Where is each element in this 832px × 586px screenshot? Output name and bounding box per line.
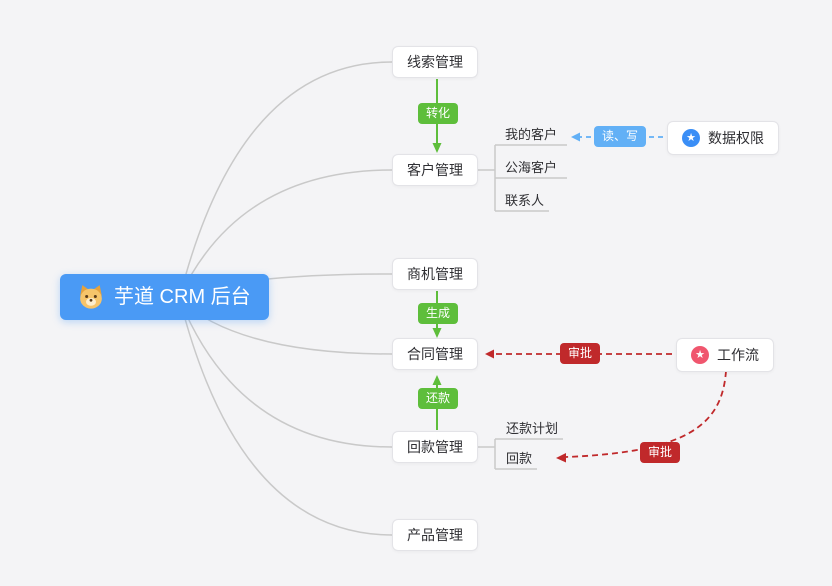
edge-root-customer <box>179 169 393 297</box>
arrowhead-customer <box>432 143 442 153</box>
node-receivable-management[interactable]: 回款管理 <box>392 431 478 463</box>
root-node-label: 芋道 CRM 后台 <box>114 286 251 308</box>
node-opportunity-management[interactable]: 商机管理 <box>392 258 478 290</box>
edge-root-leads <box>179 61 393 297</box>
child-receivable[interactable]: 回款 <box>506 451 533 466</box>
arrowhead-my-customers <box>571 132 580 142</box>
child-public-sea-customers[interactable]: 公海客户 <box>505 160 558 175</box>
star-icon: ★ <box>682 129 700 147</box>
edge-label-repay: 还款 <box>418 388 459 409</box>
child-repayment-plan[interactable]: 还款计划 <box>506 421 559 436</box>
node-lead-management[interactable]: 线索管理 <box>392 46 478 78</box>
dog-mascot-icon <box>80 285 102 309</box>
edge-label-convert: 转化 <box>418 103 459 124</box>
node-product-management[interactable]: 产品管理 <box>392 519 478 551</box>
node-data-permission-label: 数据权限 <box>708 130 764 146</box>
edge-label-read-write: 读、写 <box>594 126 647 147</box>
node-customer-management[interactable]: 客户管理 <box>392 154 478 186</box>
edge-root-receivable <box>179 299 393 448</box>
node-workflow-label: 工作流 <box>717 347 759 363</box>
child-my-customers[interactable]: 我的客户 <box>505 127 558 142</box>
arrow-workflow-to-receivable <box>565 370 727 458</box>
arrowhead-contract-top <box>432 328 442 338</box>
arrowhead-contract-bottom <box>432 375 442 385</box>
edge-label-generate: 生成 <box>418 303 459 324</box>
arrowhead-contract-right <box>485 349 494 359</box>
star-icon: ★ <box>691 346 709 364</box>
edge-label-approve-contract: 审批 <box>560 343 601 364</box>
edge-label-approve-receivable: 审批 <box>640 442 681 463</box>
arrowhead-receivable-child <box>556 453 566 463</box>
child-contacts[interactable]: 联系人 <box>505 193 545 208</box>
node-data-permission[interactable]: ★ 数据权限 <box>667 121 779 155</box>
root-node-crm-backend[interactable]: 芋道 CRM 后台 <box>60 274 269 320</box>
node-workflow[interactable]: ★ 工作流 <box>676 338 774 372</box>
node-contract-management[interactable]: 合同管理 <box>392 338 478 370</box>
edge-root-product <box>179 299 393 536</box>
